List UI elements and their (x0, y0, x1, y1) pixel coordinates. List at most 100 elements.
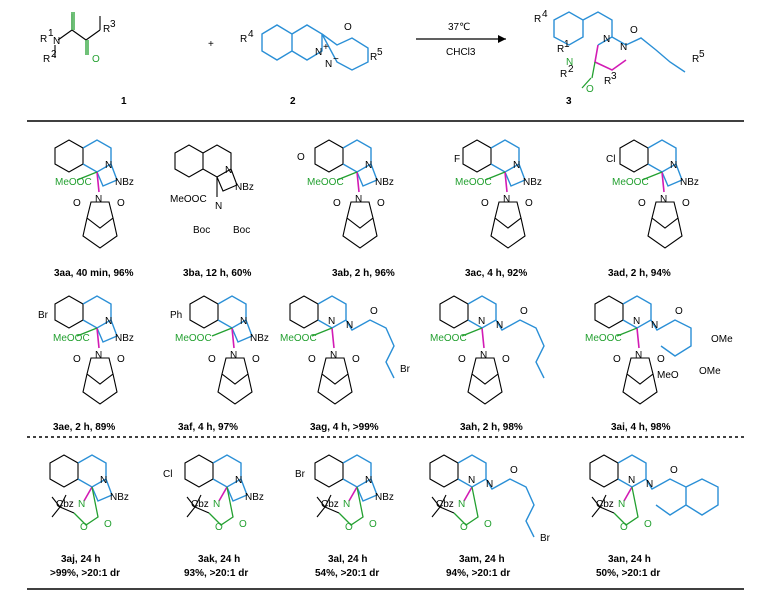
svg-text:N: N (343, 499, 350, 510)
svg-text:F: F (454, 154, 460, 165)
svg-text:N: N (346, 320, 353, 331)
svg-text:O: O (369, 519, 377, 530)
svg-text:N: N (670, 160, 677, 171)
svg-text:MeOOC: MeOOC (55, 177, 92, 188)
caption-3an-time: 3an, 24 h (608, 554, 651, 565)
svg-text:Cbz: Cbz (56, 499, 74, 510)
compound-3aj: N NBz Cbz N O O (49, 454, 129, 533)
svg-text:NBz: NBz (375, 177, 394, 188)
svg-text:Br: Br (295, 469, 306, 480)
svg-text:O: O (638, 198, 646, 209)
svg-text:N: N (230, 350, 237, 361)
svg-text:O: O (484, 519, 492, 530)
svg-text:NBz: NBz (250, 333, 269, 344)
svg-text:NBz: NBz (115, 177, 134, 188)
svg-text:R: R (557, 44, 564, 55)
svg-text:MeOOC: MeOOC (430, 333, 467, 344)
caption-3aj-yield: >99%, >20:1 dr (50, 568, 120, 579)
svg-text:O: O (481, 198, 489, 209)
svg-text:N: N (458, 499, 465, 510)
svg-text:O: O (613, 354, 621, 365)
svg-text:N: N (468, 475, 475, 486)
svg-text:O: O (675, 306, 683, 317)
product-3-structure: R 4 N N O R 1 N R 2 O R 3 R 5 3 (534, 9, 705, 107)
svg-text:MeOOC: MeOOC (455, 177, 492, 188)
svg-text:O: O (215, 522, 223, 533)
svg-text:Cl: Cl (163, 469, 172, 480)
caption-3al-time: 3al, 24 h (328, 554, 367, 565)
svg-text:N: N (618, 499, 625, 510)
svg-text:O: O (104, 519, 112, 530)
caption-3aj-time: 3aj, 24 h (61, 554, 100, 565)
svg-text:R: R (692, 54, 699, 65)
svg-text:O: O (502, 354, 510, 365)
svg-text:N: N (486, 479, 493, 490)
r1-label: R (40, 34, 47, 45)
svg-text:O: O (377, 198, 385, 209)
svg-text:N: N (633, 316, 640, 327)
svg-text:Boc: Boc (193, 225, 210, 236)
svg-text:NBz: NBz (523, 177, 542, 188)
svg-text:Br: Br (400, 364, 411, 375)
svg-text:O: O (344, 22, 352, 33)
svg-text:MeOOC: MeOOC (307, 177, 344, 188)
svg-text:O: O (520, 306, 528, 317)
reaction-arrow: 37℃ CHCl3 (416, 22, 506, 58)
svg-text:MeOOC: MeOOC (53, 333, 90, 344)
compound-3am: N N O Cbz N O O Br (429, 454, 551, 544)
caption-3al-yield: 54%, >20:1 dr (315, 568, 379, 579)
svg-text:R: R (370, 52, 377, 63)
svg-text:N: N (503, 194, 510, 205)
svg-text:N: N (105, 316, 112, 327)
svg-text:Br: Br (38, 310, 49, 321)
svg-text:R: R (560, 69, 567, 80)
svg-text:N: N (235, 475, 242, 486)
compound-3ak: Cl N NBz Cbz N O O (163, 454, 264, 533)
svg-text:R: R (43, 54, 50, 65)
compound-3ad: Cl N NBz MeOOC O N O (606, 139, 699, 249)
svg-text:O: O (630, 25, 638, 36)
svg-text:O: O (333, 198, 341, 209)
svg-text:N: N (566, 57, 573, 68)
svg-text:3: 3 (611, 71, 617, 82)
svg-text:4: 4 (542, 9, 548, 20)
n-atom: N (53, 36, 60, 47)
solvent-condition: CHCl3 (446, 47, 476, 58)
caption-3ai: 3ai, 4 h, 98% (611, 422, 671, 433)
svg-text:5: 5 (699, 49, 705, 60)
svg-text:R: R (103, 24, 110, 35)
svg-text:3: 3 (110, 19, 116, 30)
compound-3ai: N N O OMe MeOOC O N O MeO OMe (585, 295, 733, 405)
compound-3af: Ph N NBz MeOOC O N O (170, 295, 269, 405)
svg-text:N: N (496, 320, 503, 331)
compound-2-number: 2 (290, 96, 296, 107)
svg-text:Cbz: Cbz (321, 499, 339, 510)
svg-text:R: R (534, 14, 541, 25)
svg-text:4: 4 (248, 29, 254, 40)
svg-text:N: N (95, 194, 102, 205)
svg-text:O: O (657, 354, 665, 365)
svg-text:N: N (365, 475, 372, 486)
caption-3am-time: 3am, 24 h (459, 554, 505, 565)
caption-3ac: 3ac, 4 h, 92% (465, 268, 527, 279)
svg-text:Boc: Boc (233, 225, 250, 236)
svg-text:1: 1 (48, 28, 54, 39)
caption-3af: 3af, 4 h, 97% (178, 422, 238, 433)
svg-text:O: O (510, 465, 518, 476)
svg-text:NBz: NBz (680, 177, 699, 188)
svg-text:2: 2 (568, 64, 574, 75)
svg-text:O: O (644, 519, 652, 530)
svg-text:Cbz: Cbz (436, 499, 454, 510)
svg-text:O: O (460, 522, 468, 533)
svg-text:1: 1 (564, 39, 570, 50)
svg-text:N: N (315, 47, 322, 58)
svg-text:N: N (240, 316, 247, 327)
svg-text:N: N (478, 316, 485, 327)
svg-text:2: 2 (51, 49, 57, 60)
reagent-1-structure: R 1 N R 2 O R 3 1 (40, 12, 127, 107)
svg-text:N: N (646, 479, 653, 490)
svg-text:Br: Br (540, 533, 551, 544)
compound-1-number: 1 (121, 96, 127, 107)
svg-text:O: O (117, 198, 125, 209)
